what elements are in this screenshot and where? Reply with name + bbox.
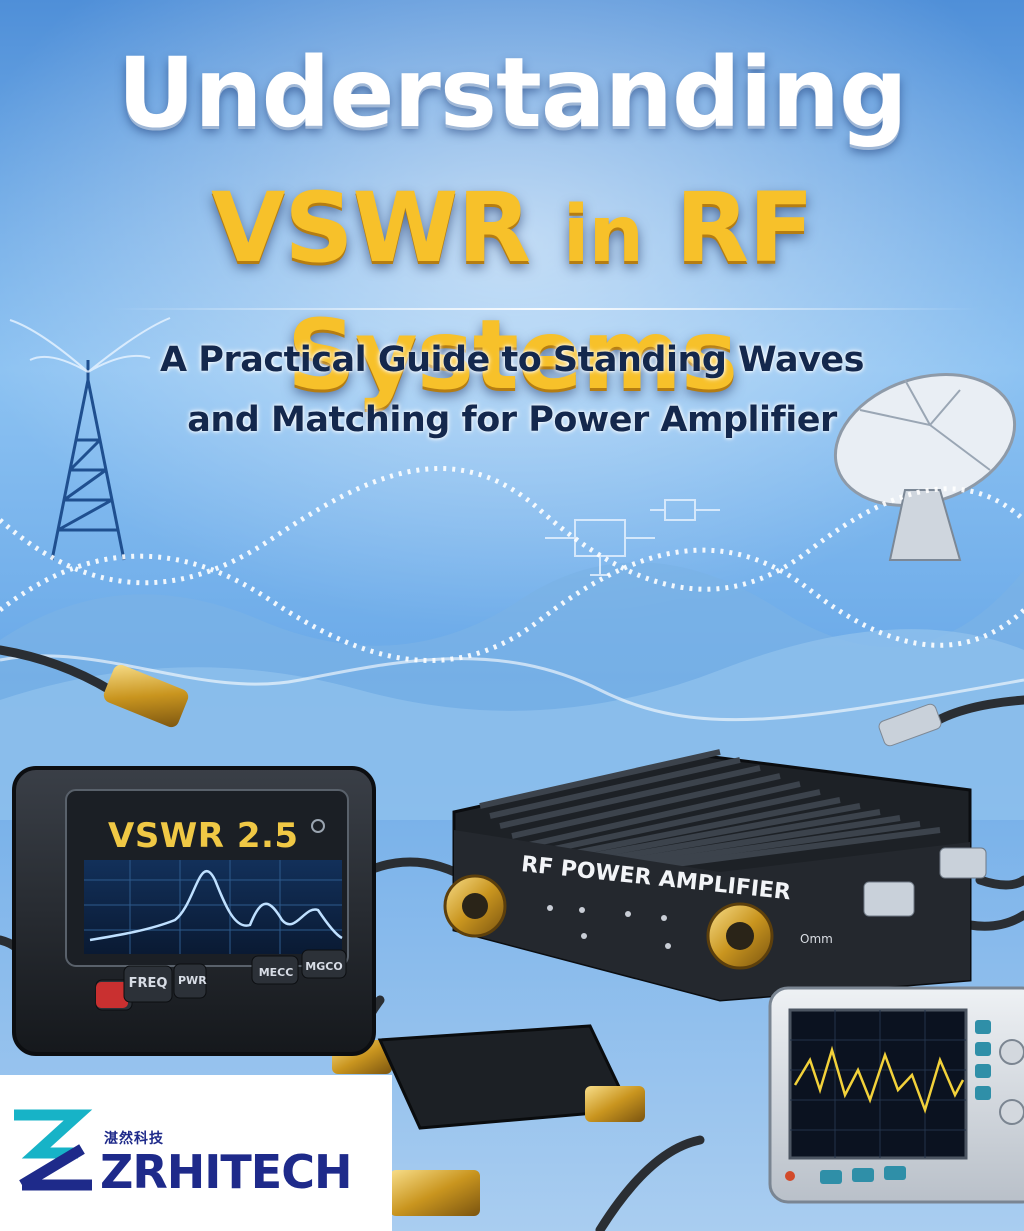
page-title-line-1: Understanding: [117, 37, 907, 149]
title-rf-systems: RF Systems: [286, 172, 814, 411]
antenna-tower-icon: [9, 317, 171, 561]
rf-module-device: [377, 1024, 645, 1130]
logo-chinese-name: 湛然科技: [104, 1131, 164, 1147]
title-in: in: [562, 190, 644, 280]
analyzer-button-pwr: PWR: [178, 974, 207, 987]
rf-power-amplifier: [443, 749, 972, 1002]
subtitle-line-2: and Matching for Power Amplifier: [187, 400, 837, 440]
vswr-meter-device: [12, 766, 376, 1056]
page-title-line-2: VSWR in RF Systems: [0, 168, 1024, 415]
analyzer-button-freq: FREQ: [128, 976, 168, 991]
oscilloscope-icon: [768, 986, 1024, 1204]
analyzer-button-mecc: MECC: [258, 966, 294, 979]
title-vswr: VSWR: [211, 172, 531, 284]
heatsink-icon: [479, 749, 941, 869]
vswr-reading: VSWR 2.5: [108, 816, 299, 856]
rf-connector-icon: [863, 847, 987, 917]
standing-wave-graphic: [0, 466, 1024, 722]
logo-wordmark: ZRHITECH: [100, 1145, 352, 1199]
subtitle-line-1: A Practical Guide to Standing Waves: [160, 340, 864, 380]
amplifier-mark: Omm: [800, 932, 833, 946]
title-divider: [110, 308, 980, 310]
analyzer-button-mgco: MGCO: [305, 960, 343, 973]
zrhitech-logo-mark: [14, 1109, 93, 1191]
